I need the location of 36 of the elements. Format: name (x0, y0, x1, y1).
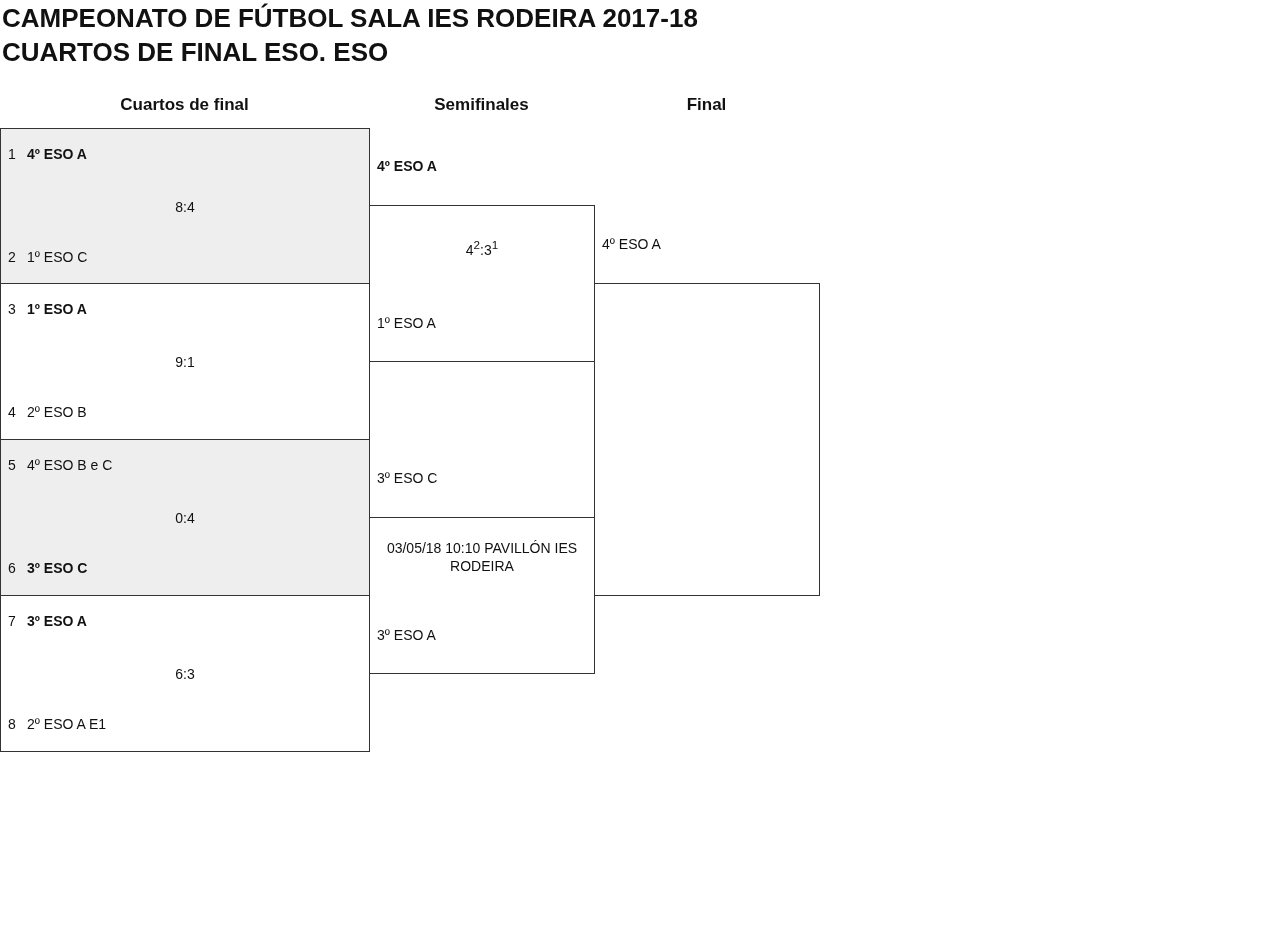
team-name: 4º ESO A (602, 235, 661, 253)
seed-number: 5 (8, 456, 16, 474)
team-name: 2º ESO B (27, 403, 87, 421)
seed-number: 8 (8, 715, 16, 733)
match-score: 9:1 (174, 353, 196, 371)
subtitle: CUARTOS DE FINAL ESO. ESO (2, 36, 389, 68)
seed-number: 6 (8, 559, 16, 577)
match-schedule: 03/05/18 10:10 PAVILLÓN IES RODEIRA (385, 539, 579, 575)
team-name: 3º ESO A (27, 612, 87, 630)
match-score: 8:4 (174, 198, 196, 216)
match-score: 0:4 (174, 509, 196, 527)
column-heading: Cuartos de final (119, 95, 250, 115)
seed-number: 1 (8, 145, 16, 163)
match-box (0, 283, 370, 440)
title: CAMPEONATO DE FÚTBOL SALA IES RODEIRA 2017-18 (2, 2, 698, 34)
team-name: 3º ESO A (377, 626, 436, 644)
match-score: 6:3 (174, 665, 196, 683)
team-name: 4º ESO B e C (27, 456, 113, 474)
team-name: 1º ESO A (27, 300, 87, 318)
seed-number: 4 (8, 403, 16, 421)
column-heading: Semifinales (433, 95, 530, 115)
team-name: 1º ESO C (27, 248, 88, 266)
match-score: 4$^{2}$:3$^{1}$ (464, 237, 500, 259)
team-name: 4º ESO A (27, 145, 87, 163)
team-name: 2º ESO A E1 (27, 715, 107, 733)
seed-number: 3 (8, 300, 16, 318)
seed-number: 7 (8, 612, 16, 630)
team-name: 1º ESO A (377, 314, 436, 332)
match-box (0, 439, 370, 596)
team-name: 3º ESO C (27, 559, 88, 577)
team-name: 4º ESO A (377, 157, 437, 175)
match-box (0, 128, 370, 284)
column-heading: Final (685, 95, 728, 115)
seed-number: 2 (8, 248, 16, 266)
match-box (0, 595, 370, 752)
team-name: 3º ESO C (377, 469, 438, 487)
